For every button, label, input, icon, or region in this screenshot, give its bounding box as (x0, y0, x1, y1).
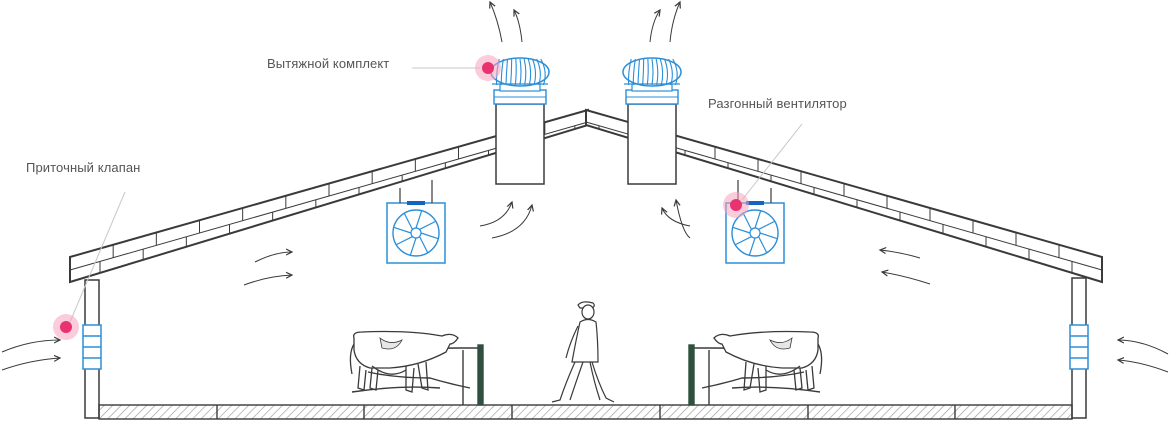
roof-left-slats (69, 122, 576, 273)
airflow-arrow-icon (662, 208, 691, 227)
airflow-arrow-icon (1, 358, 60, 371)
fan-mounts (399, 180, 772, 203)
airflow-arrow-icon (254, 252, 292, 263)
exhaust-shaft-left (495, 103, 545, 185)
airflow-arrow-icon (491, 205, 532, 239)
airflow-arrow-icon (1118, 360, 1169, 373)
airflow-arrows (1, 2, 1169, 373)
airflow-arrow-icon (649, 10, 660, 43)
airflow-arrow-icon (676, 200, 691, 239)
cow-icon (713, 330, 823, 393)
label-booster-fan: Разгонный вентилятор (708, 96, 847, 111)
airflow-arrow-icon (490, 2, 503, 43)
airflow-arrow-icon (880, 250, 921, 259)
floor (98, 404, 1073, 420)
label-exhaust-kit: Вытяжной комплект (267, 56, 390, 71)
booster-fan-icon (386, 201, 446, 264)
airflow-arrow-icon (669, 2, 680, 43)
turbine-ventilator-icon (490, 57, 550, 105)
airflow-arrow-icon (1118, 340, 1169, 355)
hotspot-booster-fan[interactable] (723, 192, 749, 218)
hotspot-exhaust-kit[interactable] (475, 55, 501, 81)
farmer-icon (551, 301, 615, 403)
airflow-arrow-icon (479, 202, 512, 227)
airflow-arrow-icon (243, 275, 292, 286)
exhaust-shaft-right (627, 103, 677, 185)
hotspot-inlet-valve[interactable] (53, 314, 79, 340)
airflow-arrow-icon (882, 272, 931, 285)
cow-icon (349, 330, 459, 393)
leader-lines (69, 67, 803, 323)
inlet-valve-left (82, 324, 102, 370)
airflow-arrow-icon (514, 10, 523, 43)
airflow-arrow-icon (1, 340, 60, 353)
label-inlet-valve: Приточный клапан (26, 160, 141, 175)
inlet-valve-right (1069, 324, 1089, 370)
turbine-ventilator-icon (622, 57, 682, 105)
